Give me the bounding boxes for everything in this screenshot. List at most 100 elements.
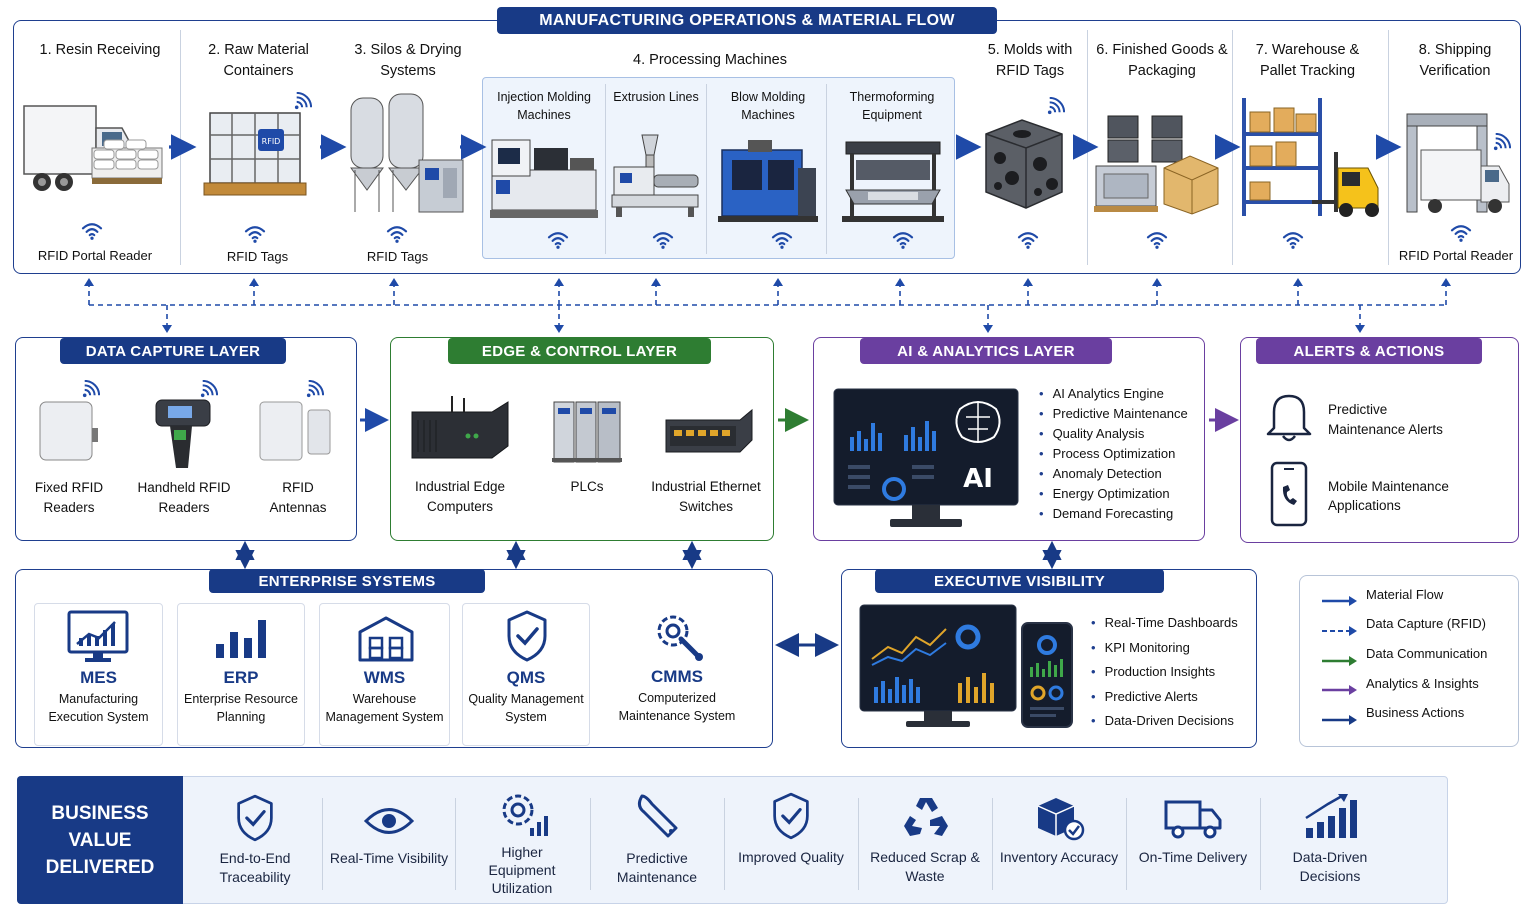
data-capture-item-3: RFID Antennas (269, 480, 327, 516)
manufacturing-flow-title: MANUFACTURING OPERATIONS & MATERIAL FLOW (497, 7, 997, 34)
value-label: Higher Equipment Utilization (488, 844, 556, 896)
bell-icon (1266, 394, 1312, 442)
enterprise-card-wms[interactable]: WMS Warehouse Management System (319, 603, 450, 746)
value-quality: Improved Quality (726, 788, 856, 898)
shield-check-icon (507, 610, 547, 662)
thermoforming-equipment-icon (842, 141, 944, 222)
shipping-portal-icon (1406, 113, 1510, 213)
ai-screen-text: AI (963, 464, 993, 494)
bar-chart-icon (216, 620, 266, 658)
value-delivery: On-Time Delivery (1128, 788, 1258, 898)
executive-bullet: Production Insights (1091, 660, 1238, 685)
enterprise-card-qms[interactable]: QMS Quality Management System (462, 603, 590, 746)
business-value-title: BUSINESS VALUE DELIVERED (17, 776, 183, 904)
value-label: On-Time Delivery (1138, 849, 1248, 865)
legend-panel (1299, 575, 1519, 747)
value-traceability: End-to-End Traceability (190, 788, 320, 898)
plc-icon (552, 401, 622, 463)
executive-bullet: Data-Driven Decisions (1091, 709, 1238, 734)
alert-item-2: Mobile Maintenance Applications (1328, 479, 1449, 513)
ai-bullet: Process Optimization (1039, 444, 1188, 464)
ai-bullet: Predictive Maintenance (1039, 404, 1188, 424)
value-scrap-waste: Reduced Scrap & Waste (860, 788, 990, 898)
ai-capability-list: AI Analytics Engine Predictive Maintenan… (1039, 384, 1188, 524)
wifi-side-icon (82, 380, 100, 398)
legend-label: Analytics & Insights (1366, 675, 1479, 691)
edge-computer-icon (411, 396, 509, 459)
stage-label-8: 8. Shipping Verification (1418, 42, 1492, 80)
inventory-box-icon (1037, 798, 1085, 841)
enterprise-fullname: Quality Management System (468, 692, 584, 724)
ibc-tote-icon: RFID (203, 112, 307, 196)
stage-label-4: 4. Processing Machines (633, 52, 787, 68)
legend-label: Business Actions (1366, 704, 1465, 720)
enterprise-acronym: QMS (506, 668, 546, 687)
mold-block-icon (985, 119, 1063, 209)
enterprise-card-mes[interactable]: MES Manufacturing Execution System (34, 603, 163, 746)
value-divider (590, 798, 591, 890)
stage-label-2: 2. Raw Material Containers (208, 42, 309, 80)
ai-bullet: Energy Optimization (1039, 484, 1188, 504)
ethernet-switch-icon (665, 408, 753, 453)
value-label: Predictive Maintenance (616, 850, 698, 885)
silos-icon (350, 93, 464, 213)
data-capture-item-1: Fixed RFID Readers (34, 480, 104, 516)
truck-icon (23, 105, 163, 191)
warehouse-icon (358, 616, 414, 662)
blow-molding-machine-icon (718, 140, 818, 222)
alert-item-1: Predictive Maintenance Alerts (1328, 402, 1443, 437)
delivery-truck-icon (1164, 800, 1222, 839)
stage-label-5: 5. Molds with RFID Tags (987, 42, 1073, 80)
machine-divider (826, 84, 827, 254)
data-capture-item-2: Handheld RFID Readers (137, 480, 231, 516)
ai-bullet: Demand Forecasting (1039, 504, 1188, 524)
value-divider (322, 798, 323, 890)
business-value-title-text: BUSINESS VALUE DELIVERED (45, 802, 155, 878)
legend-label: Material Flow (1366, 586, 1444, 602)
executive-mobile-icon (1021, 622, 1073, 728)
stage-caption-1: RFID Portal Reader (37, 248, 153, 263)
growth-chart-icon (1305, 794, 1357, 838)
stage-caption-3: RFID Tags (366, 249, 429, 264)
value-divider (1126, 798, 1127, 890)
value-inventory: Inventory Accuracy (994, 788, 1124, 898)
value-label: Inventory Accuracy (999, 849, 1119, 865)
value-predictive-maintenance: Predictive Maintenance (592, 788, 722, 898)
enterprise-card-cmms[interactable]: CMMS Computerized Maintenance System (603, 603, 751, 746)
executive-bullet: Real-Time Dashboards (1091, 611, 1238, 636)
value-label: Real-Time Visibility (329, 850, 449, 866)
machine-divider (706, 84, 707, 254)
shield-check-icon (237, 794, 273, 842)
wifi-side-icon (200, 380, 218, 398)
wrench-icon (637, 794, 678, 838)
injection-molding-machine-icon (490, 139, 598, 218)
wifi-side-icon (306, 380, 324, 398)
stage-label-7: 7. Warehouse & Pallet Tracking (1255, 42, 1360, 80)
ai-bullet: AI Analytics Engine (1039, 384, 1188, 404)
mobile-phone-icon (1270, 461, 1308, 527)
machine-divider (605, 84, 606, 254)
alerts-actions-title: ALERTS & ACTIONS (1256, 338, 1482, 364)
value-label: Data-Driven Decisions (1292, 849, 1368, 884)
ai-analytics-title: AI & ANALYTICS LAYER (860, 338, 1112, 364)
enterprise-acronym: WMS (363, 668, 406, 687)
executive-bullet: Predictive Alerts (1091, 685, 1238, 710)
extrusion-line-icon (611, 134, 699, 217)
enterprise-fullname: Computerized Maintenance System (618, 691, 736, 723)
enterprise-acronym: ERP (223, 668, 259, 687)
enterprise-fullname: Enterprise Resource Planning (184, 692, 298, 724)
edge-item-2: PLCs (570, 479, 604, 494)
legend-label: Data Communication (1366, 645, 1488, 661)
tote-rfid-label: RFID (262, 137, 281, 146)
ai-bullet: Anomaly Detection (1039, 464, 1188, 484)
data-capture-title: DATA CAPTURE LAYER (60, 338, 286, 364)
machine-label-injection: Injection Molding Machines (497, 90, 591, 123)
executive-bullet: KPI Monitoring (1091, 636, 1238, 661)
warehouse-forklift-icon (1242, 98, 1379, 217)
stage-caption-8: RFID Portal Reader (1398, 248, 1514, 263)
value-divider (858, 798, 859, 890)
fixed-rfid-reader-icon (39, 401, 98, 461)
handheld-rfid-reader-icon (155, 399, 211, 468)
value-divider (724, 798, 725, 890)
enterprise-card-erp[interactable]: ERP Enterprise Resource Planning (177, 603, 305, 746)
